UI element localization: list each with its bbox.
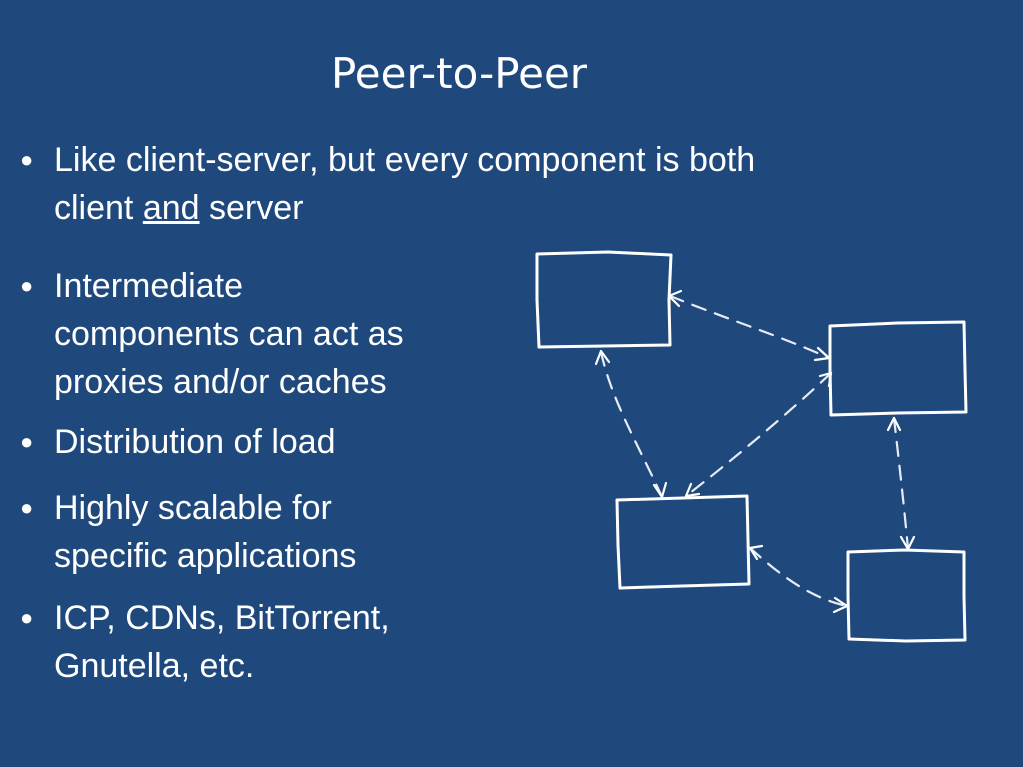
node-right-upper [828, 320, 968, 417]
bullet-item-4: ● Highly scalable for specific applicati… [20, 484, 480, 580]
edge-top-left-to-middle-left [594, 349, 668, 499]
edge-line [599, 350, 664, 499]
bullet-text: Intermediate components can act as proxi… [54, 267, 404, 401]
bullet-marker: ● [20, 605, 34, 630]
edge-middle-left-to-bottom-right [748, 544, 849, 614]
underlined-word: and [142, 189, 200, 227]
bullet-text-part: Like client-server, but every component … [54, 141, 756, 227]
node-bottom-right [846, 548, 967, 643]
bullet-item-2: ● Intermediate components can act as pro… [20, 262, 480, 406]
edge-line [668, 294, 831, 360]
edge-right-upper-to-bottom-right [886, 416, 916, 551]
edge-line [892, 416, 910, 551]
arrowhead [899, 535, 916, 551]
bullet-marker: ● [20, 273, 34, 298]
edge-line [748, 546, 849, 608]
bullet-text-part: server [199, 189, 304, 227]
edge-right-upper-to-middle-left [684, 371, 833, 498]
bullet-item-3: ● Distribution of load [20, 418, 480, 466]
node-top-left [535, 250, 673, 349]
bullet-marker: ● [20, 495, 34, 520]
arrowhead [886, 416, 902, 432]
arrowhead [594, 349, 611, 366]
slide-title: Peer-to-Peer [330, 49, 588, 98]
bullet-item-5: ● ICP, CDNs, BitTorrent, Gnutella, etc. [20, 594, 480, 690]
edge-top-left-to-right-upper [667, 289, 831, 362]
bullet-text: Like client-server, but every component … [54, 136, 920, 232]
node-middle-left [615, 494, 751, 590]
arrowhead [748, 544, 764, 561]
bullet-text: ICP, CDNs, BitTorrent, Gnutella, etc. [54, 599, 390, 685]
bullet-marker: ● [20, 429, 34, 454]
arrowhead [813, 346, 831, 362]
arrowhead [684, 482, 701, 498]
arrowhead [818, 371, 833, 388]
edge-line [684, 371, 833, 498]
arrowhead [832, 596, 849, 614]
arrowhead [667, 289, 683, 308]
bullet-text: Highly scalable for specific application… [54, 489, 357, 575]
bullet-text: Distribution of load [54, 423, 336, 461]
bullet-marker: ● [20, 147, 34, 172]
bullet-item-1: ● Like client-server, but every componen… [20, 136, 920, 232]
arrowhead [652, 481, 668, 499]
